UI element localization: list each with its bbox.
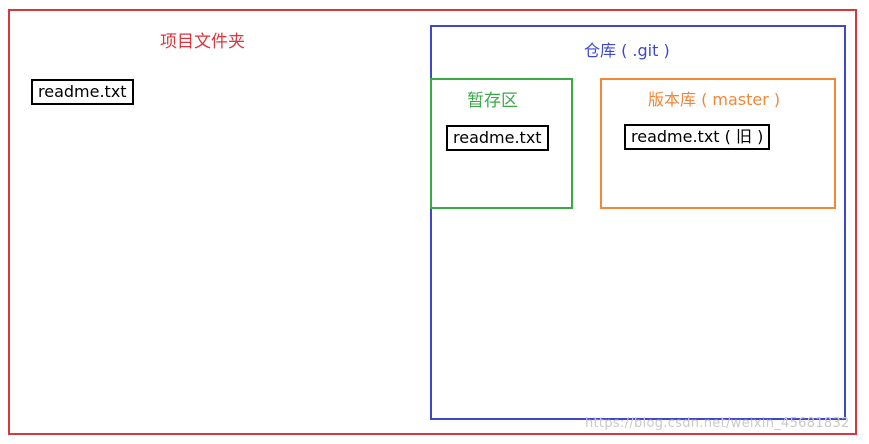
repository-label: 仓库 ( .git )	[584, 41, 670, 60]
project-readme-file: readme.txt	[31, 79, 134, 105]
watermark-url: https://blog.csdn.net/weixin_45681832	[585, 416, 850, 431]
project-folder-label: 项目文件夹	[160, 32, 245, 52]
master-branch-box	[600, 78, 836, 209]
master-readme-old-file: readme.txt ( 旧 )	[624, 124, 771, 150]
project-folder-box	[8, 9, 857, 435]
staging-area-label: 暂存区	[467, 91, 518, 111]
staging-area-box	[430, 78, 573, 209]
staging-readme-file: readme.txt	[446, 125, 549, 151]
master-branch-label: 版本库 ( master )	[648, 90, 781, 109]
repository-box	[430, 25, 846, 420]
